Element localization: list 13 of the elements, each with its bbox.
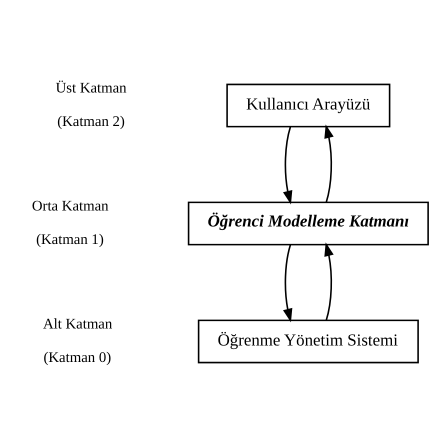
label: (Katman 2) — [57, 114, 125, 130]
arrow — [324, 242, 334, 320]
label: Alt Katman — [42, 316, 112, 332]
label: (Katman 1) — [36, 232, 104, 248]
label: Üst Katman — [56, 80, 127, 96]
node-box: Kullanıcı Arayüzü — [226, 83, 390, 127]
arrow — [283, 244, 292, 322]
arrow — [283, 126, 292, 204]
label: (Katman 0) — [43, 350, 112, 366]
node-box: Öğrenci Modelleme Katmanı — [188, 201, 429, 245]
node-box: Öğrenme Yönetim Sistemi — [198, 319, 419, 363]
label: Orta Katman — [32, 198, 109, 214]
arrow — [324, 124, 334, 202]
